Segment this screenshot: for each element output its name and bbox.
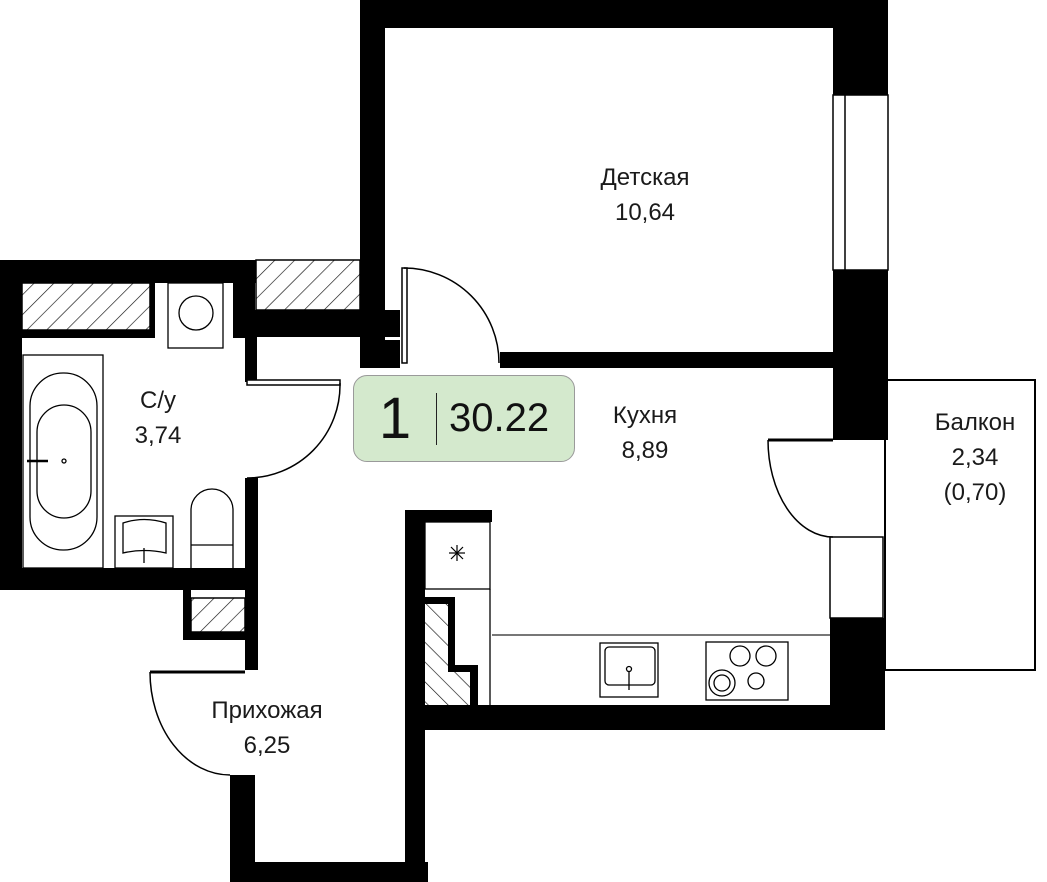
badge-divider <box>436 392 437 445</box>
room-name: Кухня <box>612 402 678 429</box>
balcony-outline <box>884 379 1036 671</box>
room-reduced-area: (0,70) <box>943 479 1007 506</box>
room-name: Балкон <box>934 409 1016 436</box>
toilet <box>190 488 234 568</box>
room-area: 2,34 <box>951 444 999 471</box>
room-name: Детская <box>600 164 690 191</box>
doors <box>149 267 834 776</box>
room-area: 6,25 <box>243 732 291 759</box>
room-count: 1 <box>378 386 412 451</box>
room-name: С/у <box>140 387 176 414</box>
room-label-balcony: Балкон 2,34 (0,70) <box>935 405 1015 510</box>
walls <box>0 0 888 882</box>
asterisk-icon <box>449 545 465 561</box>
room-area: 10,64 <box>614 199 676 226</box>
room-area: 3,74 <box>134 422 182 449</box>
room-label-hallway: Прихожая 6,25 <box>211 693 322 763</box>
total-area: 30.22 <box>449 396 550 440</box>
windows <box>829 94 889 619</box>
shafts <box>21 259 470 705</box>
room-label-bathroom: С/у 3,74 <box>135 383 182 453</box>
room-area: 8,89 <box>621 437 669 464</box>
apartment-badge: 1 30.22 <box>353 375 575 462</box>
room-name: Прихожая <box>211 697 323 724</box>
fixtures <box>22 282 830 705</box>
room-label-detskaya: Детская 10,64 <box>601 160 690 230</box>
room-label-kitchen: Кухня 8,89 <box>613 398 677 468</box>
